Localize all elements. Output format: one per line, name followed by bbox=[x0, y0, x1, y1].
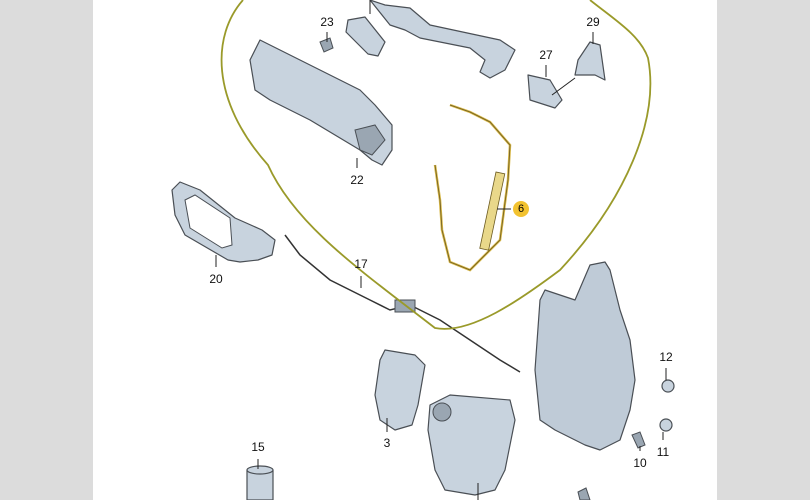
cap-11[interactable] bbox=[659, 418, 673, 432]
connector-line bbox=[551, 77, 576, 96]
leader-lines bbox=[215, 0, 667, 500]
interior-handle-recess bbox=[184, 194, 233, 249]
callout-12: 12 bbox=[659, 350, 673, 364]
callout-11: 11 bbox=[656, 445, 670, 459]
callout-15: 15 bbox=[251, 440, 265, 454]
handle-gasket[interactable] bbox=[345, 16, 386, 57]
lock-cap[interactable] bbox=[574, 41, 606, 81]
callout-27: 27 bbox=[539, 48, 553, 62]
lock-cylinder bbox=[432, 402, 452, 422]
door-lock[interactable] bbox=[427, 394, 516, 496]
callout-6-highlighted[interactable]: 6 bbox=[513, 201, 529, 217]
cap-gasket[interactable] bbox=[527, 74, 563, 109]
bottom-screw[interactable] bbox=[577, 487, 591, 500]
callout-23: 23 bbox=[320, 15, 334, 29]
carrier-detail bbox=[354, 124, 386, 156]
cap-12[interactable] bbox=[661, 379, 675, 393]
part-15[interactable] bbox=[246, 469, 274, 500]
screw-10[interactable] bbox=[631, 431, 646, 449]
door-inner-panel[interactable] bbox=[534, 261, 636, 451]
callout-29: 29 bbox=[586, 15, 600, 29]
release-cable-outline bbox=[434, 104, 511, 271]
callout-20: 20 bbox=[209, 272, 223, 286]
lock-bracket[interactable] bbox=[374, 349, 426, 431]
callout-22: 22 bbox=[350, 173, 364, 187]
callout-3: 3 bbox=[383, 436, 391, 450]
exterior-door-handle[interactable] bbox=[369, 0, 516, 79]
callout-17: 17 bbox=[354, 257, 368, 271]
cable-sleeve bbox=[479, 171, 506, 251]
part-15-top bbox=[246, 465, 274, 475]
callout-10: 10 bbox=[633, 456, 647, 470]
assembly-outline bbox=[220, 0, 652, 330]
